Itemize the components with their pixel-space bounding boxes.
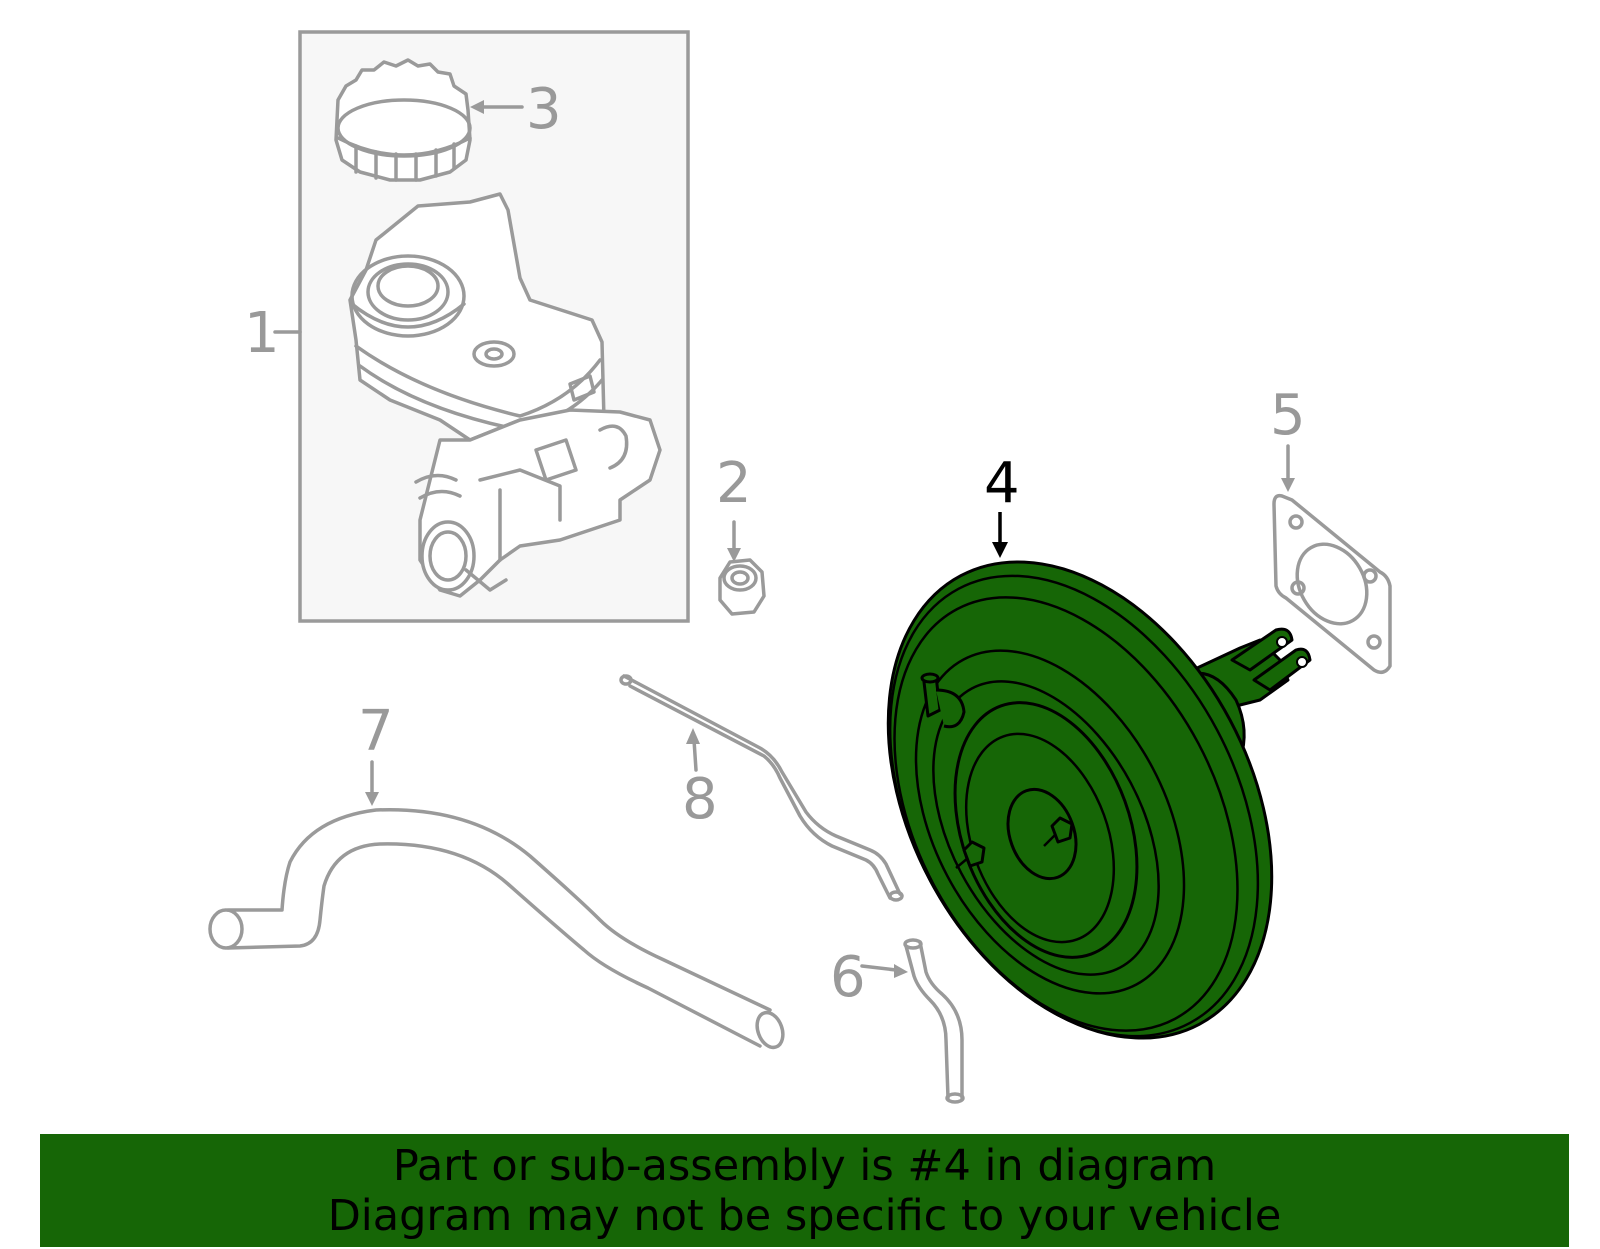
- callout-4: 4: [984, 451, 1020, 516]
- callout-3: 3: [526, 77, 562, 142]
- part-2-nut[interactable]: [718, 558, 766, 616]
- banner-line-2: Diagram may not be specific to your vehi…: [327, 1190, 1282, 1241]
- callout-6: 6: [830, 945, 866, 1010]
- part-3-reservoir-cap[interactable]: [334, 58, 472, 182]
- part-5-gasket[interactable]: [1272, 493, 1392, 674]
- info-banner: Part or sub-assembly is #4 in diagram Di…: [40, 1134, 1569, 1247]
- part-8-vacuum-tube[interactable]: [619, 674, 904, 902]
- banner-line-1: Part or sub-assembly is #4 in diagram: [392, 1140, 1217, 1191]
- callout-2: 2: [716, 451, 752, 516]
- callout-7: 7: [358, 699, 394, 764]
- callout-1: 1: [244, 301, 280, 366]
- callout-5: 5: [1270, 383, 1306, 448]
- callout-8: 8: [682, 767, 718, 832]
- part-7-long-hose[interactable]: [208, 807, 787, 1051]
- part-4-brake-booster[interactable]: [811, 496, 1350, 1104]
- part-6-short-hose[interactable]: [903, 938, 965, 1104]
- part-1-master-cylinder-group[interactable]: [298, 30, 690, 623]
